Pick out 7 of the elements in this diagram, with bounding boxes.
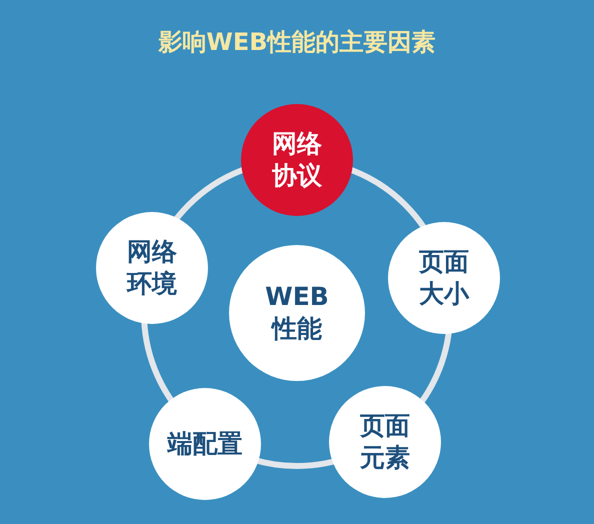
node-label: WEB性能 bbox=[264, 280, 330, 345]
node-label: 页面元素 bbox=[358, 410, 411, 474]
node-label: 网络环境 bbox=[125, 236, 178, 300]
node-label: 网络协议 bbox=[271, 128, 323, 192]
node-label: 页面大小 bbox=[418, 246, 470, 310]
title: 影响WEB性能的主要因素 bbox=[157, 27, 437, 58]
node-label: 端配置 bbox=[166, 428, 244, 460]
